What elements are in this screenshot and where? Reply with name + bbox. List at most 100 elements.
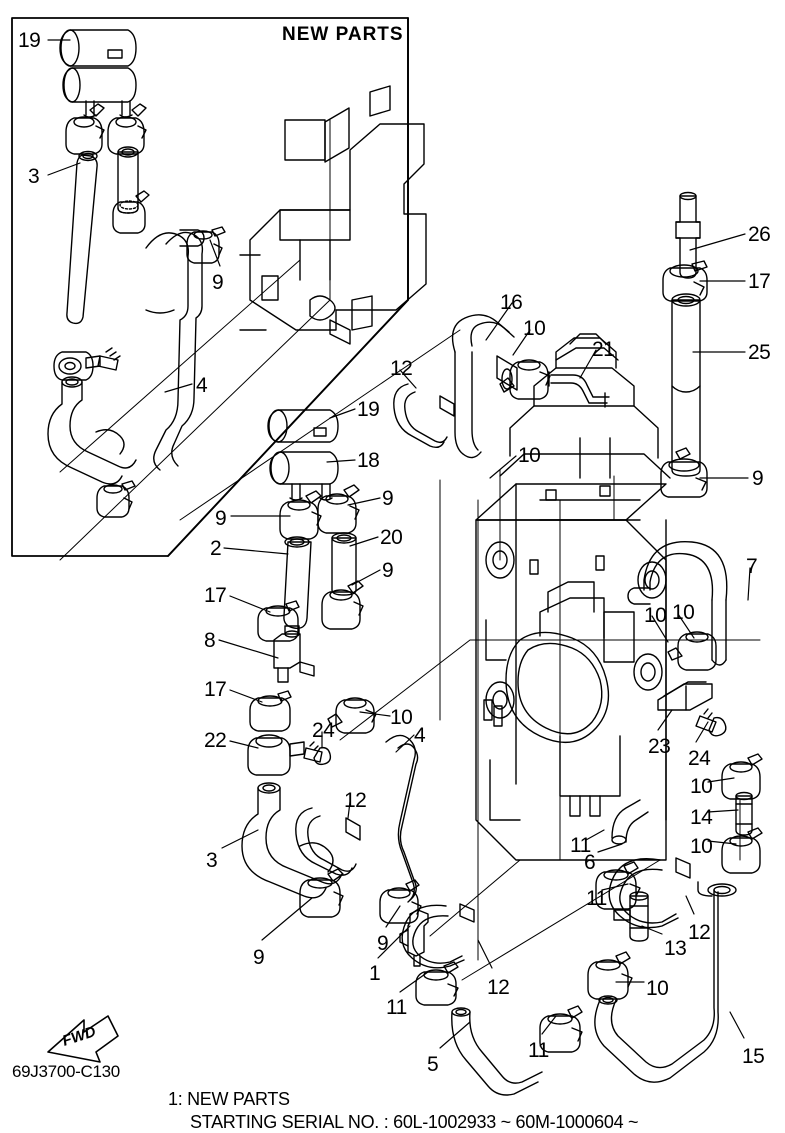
- part-14-pipe: [735, 791, 753, 836]
- part-9-clamp-d: [186, 226, 226, 264]
- part-24-screw-left: [303, 741, 332, 766]
- callout-number-3: 3: [28, 165, 40, 188]
- callout-number-9: 9: [253, 946, 265, 969]
- part-7-hose: [627, 540, 728, 666]
- callout-number-15: 15: [742, 1045, 765, 1068]
- callout-number-10: 10: [646, 977, 669, 1000]
- callout-number-22: 22: [204, 729, 227, 752]
- callout-number-10: 10: [518, 444, 541, 467]
- callout-number-17: 17: [748, 270, 771, 293]
- part-15-hose: [594, 881, 737, 1083]
- part-10-right-d: [587, 951, 633, 1000]
- callout-number-26: 26: [748, 223, 771, 246]
- callout-number-11: 11: [386, 996, 407, 1019]
- part-24-screw-right: [695, 708, 727, 737]
- callout-number-19: 19: [18, 29, 41, 52]
- callout-number-19: 19: [357, 398, 380, 421]
- callout-number-21: 21: [592, 338, 615, 361]
- callout-number-23: 23: [648, 735, 671, 758]
- callout-number-4: 4: [196, 374, 208, 397]
- inset-title: NEW PARTS: [282, 24, 404, 45]
- part-12-clip-lower: [295, 807, 361, 876]
- part-22-clamp: [247, 734, 305, 776]
- callout-number-11: 11: [586, 887, 607, 910]
- callout-number-11: 11: [570, 834, 591, 857]
- part-26: [675, 191, 701, 279]
- callout-number-14: 14: [690, 806, 713, 829]
- part-9-bottom: [379, 879, 422, 924]
- part-clamp-inset-bottom: [96, 480, 136, 518]
- part-1-valve: [399, 909, 429, 967]
- part-17-a: [257, 600, 300, 642]
- callout-number-9: 9: [382, 559, 394, 582]
- part-19-mid: [267, 409, 339, 443]
- callout-number-9: 9: [377, 932, 389, 955]
- part-11-right-a: [595, 861, 641, 910]
- callout-number-6: 6: [584, 851, 596, 874]
- callout-number-12: 12: [390, 357, 413, 380]
- part-12-clip-top: [393, 383, 455, 449]
- part-9-clamp-b: [107, 103, 147, 155]
- callout-number-24: 24: [688, 747, 711, 770]
- part-10-right-c: [721, 827, 763, 874]
- callout-number-20: 20: [380, 526, 403, 549]
- part-23-bracket: [657, 681, 713, 711]
- part-20-tube: [331, 532, 357, 596]
- inset-box-border: [11, 17, 409, 557]
- callout-number-12: 12: [688, 921, 711, 944]
- callout-number-16: 16: [500, 291, 523, 314]
- part-2-hose: [283, 536, 312, 629]
- inset-box-diagonal: [167, 299, 409, 557]
- callout-number-12: 12: [344, 789, 367, 812]
- callout-number-17: 17: [204, 584, 227, 607]
- callout-number-24: 24: [312, 719, 335, 742]
- note-line-2: STARTING SERIAL NO. : 60L-1002933 ~ 60M-…: [190, 1112, 639, 1132]
- assembly-guide-lines: [59, 119, 761, 981]
- part-9-clamp-c: [112, 190, 150, 234]
- part-9-lower-left: [299, 868, 344, 918]
- callout-leaders: [47, 39, 751, 1049]
- callout-number-17: 17: [204, 678, 227, 701]
- callout-number-9: 9: [382, 487, 394, 510]
- part-21-pipe: [548, 371, 610, 408]
- part-17-b: [249, 690, 292, 732]
- callout-number-11: 11: [528, 1039, 549, 1062]
- callout-number-10: 10: [690, 775, 713, 798]
- callout-number-8: 8: [204, 629, 216, 652]
- part-3-hose-inset: [66, 150, 98, 325]
- engine-upper-block: [239, 85, 427, 345]
- part-9-mid-c: [321, 580, 364, 630]
- callout-number-18: 18: [357, 449, 380, 472]
- part-5-hose: [451, 1007, 543, 1096]
- callout-number-10: 10: [644, 604, 667, 627]
- callout-number-25: 25: [748, 341, 771, 364]
- part-10-mid: [327, 697, 377, 734]
- callout-number-10: 10: [390, 706, 413, 729]
- part-12-right: [608, 857, 691, 929]
- part-10-clamp-top: [499, 359, 551, 400]
- callout-number-9: 9: [752, 467, 764, 490]
- part-11-bottom-b: [539, 1005, 583, 1053]
- part-9-mid-a: [279, 490, 322, 540]
- part-elbow-hose-inset: [47, 376, 137, 485]
- part-tee-inset: [62, 67, 137, 118]
- part-12-bottom: [401, 903, 475, 969]
- main-engine-block: [475, 333, 671, 861]
- callout-number-12: 12: [487, 976, 510, 999]
- part-19-inset: [59, 29, 137, 67]
- callout-number-10: 10: [523, 317, 546, 340]
- callout-number-9: 9: [212, 271, 224, 294]
- part-16-hose: [451, 314, 518, 459]
- callout-number-13: 13: [664, 937, 687, 960]
- callout-number-2: 2: [210, 537, 222, 560]
- drawing-code: 69J3700-C130: [12, 1062, 120, 1081]
- fwd-arrow-shape: [47, 1015, 119, 1063]
- part-10-right-a: [667, 631, 717, 671]
- callout-number-3: 3: [206, 849, 218, 872]
- callout-number-9: 9: [215, 507, 227, 530]
- part-fitting-inset: [53, 347, 121, 381]
- part-9-mid-b: [317, 484, 360, 534]
- part-tube-inset: [117, 146, 139, 214]
